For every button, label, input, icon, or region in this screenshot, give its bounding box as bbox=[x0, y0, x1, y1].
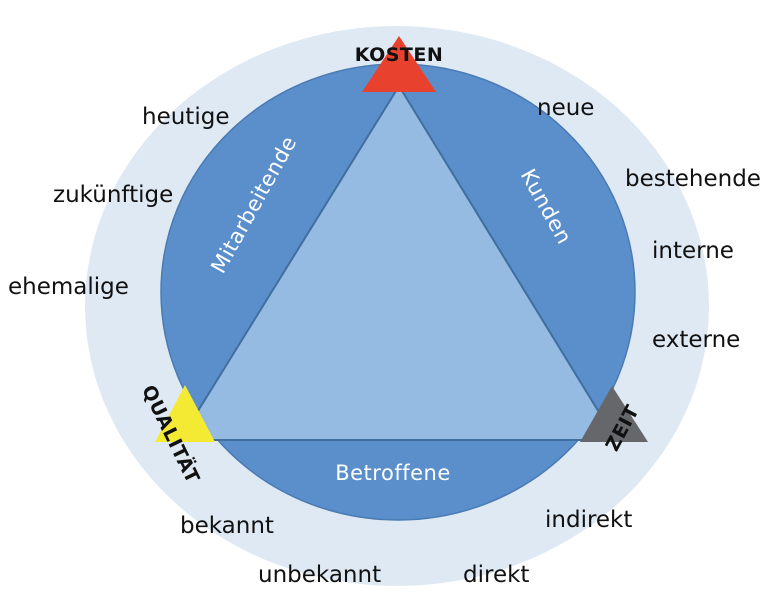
kosten-label: KOSTEN bbox=[355, 44, 444, 66]
kosten-corner-marker bbox=[362, 36, 436, 92]
zeit-corner-marker bbox=[580, 386, 648, 442]
outer-word-bestehende: bestehende bbox=[625, 166, 761, 192]
inner-triangle bbox=[178, 84, 618, 441]
outer-word-bekannt: bekannt bbox=[180, 513, 274, 539]
qualitaet-corner-marker bbox=[155, 385, 215, 442]
outer-word-direkt: direkt bbox=[463, 562, 529, 588]
outer-word-neue: neue bbox=[537, 95, 594, 121]
segment-betroffene-label: Betroffene bbox=[335, 461, 451, 485]
outer-word-externe: externe bbox=[652, 327, 740, 353]
outer-word-heutige: heutige bbox=[142, 104, 229, 130]
outer-word-unbekannt: unbekannt bbox=[258, 562, 381, 588]
outer-word-interne: interne bbox=[652, 238, 734, 264]
outer-word-ehemalige: ehemalige bbox=[8, 274, 129, 300]
outer-word-indirekt: indirekt bbox=[545, 507, 632, 533]
outer-word-zukuenftige: zukünftige bbox=[53, 182, 173, 208]
